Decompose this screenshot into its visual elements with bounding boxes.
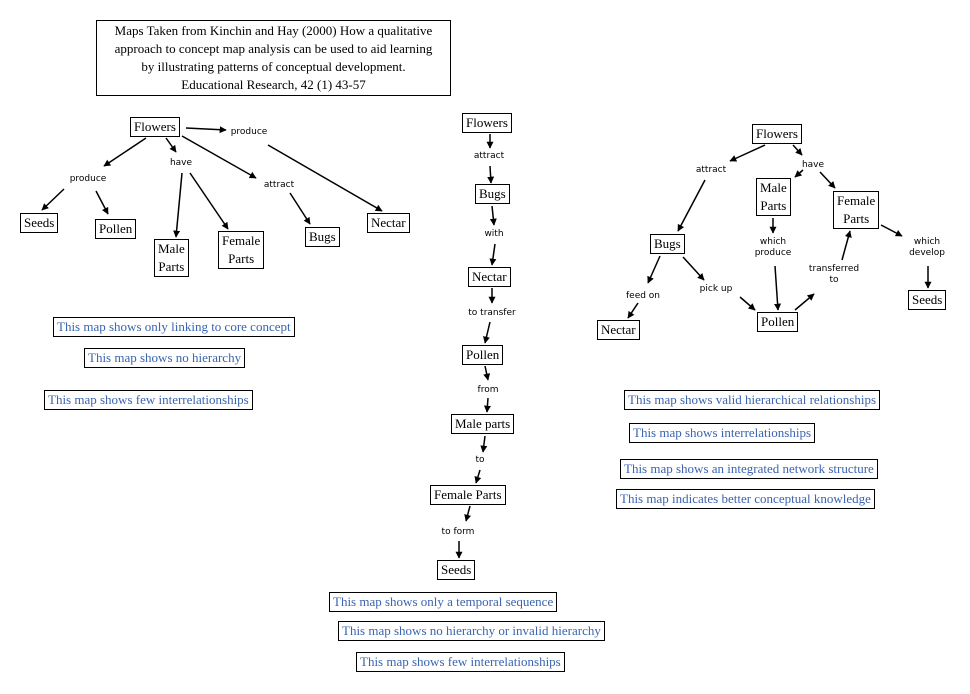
edge-m3-pollen-transferred <box>794 293 815 311</box>
edge-have-female <box>189 172 229 230</box>
edge-m3-transferred-female <box>841 230 852 261</box>
edge-m3-bugs-pickup <box>682 256 705 281</box>
m3-label-which-develop: which develop <box>909 237 945 258</box>
m2-node-bugs: Bugs <box>475 184 510 204</box>
m2-label-to-transfer: to transfer <box>468 308 516 318</box>
edge-m3-have-male <box>794 169 804 178</box>
edge-flowers-produce-left <box>103 137 147 167</box>
edge-m3-female-develop <box>880 224 903 237</box>
m1-node-seeds: Seeds <box>20 213 59 233</box>
m1-label-have: have <box>169 158 193 168</box>
m3-node-bugs: Bugs <box>650 234 685 254</box>
edge-produce-nectar <box>267 144 383 212</box>
m3-label-have: have <box>801 160 825 170</box>
edge-m2-transfer-pollen <box>483 321 491 344</box>
m3-label-pick-up: pick up <box>699 284 733 294</box>
m2-node-male-parts: Male parts <box>451 414 515 434</box>
m3-note: This map shows interrelationships <box>629 423 816 443</box>
m2-note: This map shows few interrelationships <box>356 652 565 672</box>
m3-node-male-parts: Male Parts <box>756 178 791 216</box>
edge-m3-feedon-nectar <box>627 302 639 319</box>
m3-node-nectar: Nectar <box>597 320 640 340</box>
m1-label-attract: attract <box>263 180 295 190</box>
m2-label-to: to <box>475 455 485 465</box>
m3-node-female-parts: Female Parts <box>833 191 880 229</box>
m2-node-nectar: Nectar <box>468 267 511 287</box>
title-line: approach to concept map analysis can be … <box>114 41 433 56</box>
m1-node-female-parts: Female Parts <box>218 231 265 269</box>
m1-note: This map shows no hierarchy <box>84 348 246 368</box>
m3-node-pollen: Pollen <box>757 312 799 332</box>
m2-node-female-parts: Female Parts <box>430 485 506 505</box>
m3-label-feed-on: feed on <box>625 291 661 301</box>
edge-m3-attract-bugs <box>677 179 706 232</box>
m2-label-attract: attract <box>473 151 505 161</box>
m2-note: This map shows only a temporal sequence <box>329 592 558 612</box>
edge-m2-from-male <box>483 397 491 413</box>
edge-m2-to-female <box>474 469 482 484</box>
edge-m2-male-to <box>480 435 488 453</box>
m3-label-which-produce: which produce <box>754 237 792 258</box>
edge-m3-whichproduce-pollen <box>774 265 782 311</box>
m2-node-seeds: Seeds <box>437 560 476 580</box>
m1-label-produce-right: produce <box>230 127 268 137</box>
m1-label-produce-left: produce <box>69 174 107 184</box>
m1-note: This map shows few interrelationships <box>44 390 253 410</box>
edge-produce-seeds <box>41 188 65 211</box>
m3-note: This map shows valid hierarchical relati… <box>624 390 881 410</box>
edge-have-male <box>173 172 183 238</box>
edge-attract-bugs <box>289 192 311 225</box>
m3-note: This map indicates better conceptual kno… <box>616 489 875 509</box>
m1-node-flowers: Flowers <box>130 117 180 137</box>
edge-flowers-attract <box>181 135 257 179</box>
m2-label-from: from <box>477 385 499 395</box>
m1-node-nectar: Nectar <box>367 213 410 233</box>
edge-produce-pollen <box>95 190 109 215</box>
edge-m3-pickup-pollen <box>739 296 756 311</box>
m3-label-transferred-to: transferred to <box>808 264 860 285</box>
title-line: by illustrating patterns of conceptual d… <box>141 59 406 74</box>
edge-m2-with-nectar <box>489 243 497 266</box>
m1-node-male-parts: Male Parts <box>154 239 189 277</box>
reference-title: Maps Taken from Kinchin and Hay (2000) H… <box>96 20 451 96</box>
title-line: Educational Research, 42 (1) 43-57 <box>181 77 366 92</box>
edge-m2-bugs-with <box>489 205 497 226</box>
edge-m3-flowers-attract <box>729 144 766 162</box>
m1-node-bugs: Bugs <box>305 227 340 247</box>
m3-node-flowers: Flowers <box>752 124 802 144</box>
edge-m2-attract-bugs <box>487 165 495 184</box>
edge-m2-female-toform <box>464 505 472 522</box>
edge-flowers-produce-right <box>185 126 227 134</box>
edge-m3-have-female <box>819 171 836 189</box>
m2-note: This map shows no hierarchy or invalid h… <box>338 621 605 641</box>
edge-m2-pollen-from <box>483 365 491 381</box>
title-line: Maps Taken from Kinchin and Hay (2000) H… <box>114 23 433 38</box>
edge-flowers-have <box>165 137 177 153</box>
m2-node-flowers: Flowers <box>462 113 512 133</box>
m2-label-with: with <box>484 229 504 239</box>
m1-note: This map shows only linking to core conc… <box>53 317 295 337</box>
m3-note: This map shows an integrated network str… <box>620 459 878 479</box>
edge-m3-flowers-have <box>792 144 803 156</box>
m3-node-seeds: Seeds <box>908 290 947 310</box>
edge-m3-bugs-feedon <box>647 255 661 284</box>
m1-node-pollen: Pollen <box>95 219 137 239</box>
m2-label-to-form: to form <box>441 527 475 537</box>
m3-label-attract: attract <box>695 165 727 175</box>
m2-node-pollen: Pollen <box>462 345 504 365</box>
